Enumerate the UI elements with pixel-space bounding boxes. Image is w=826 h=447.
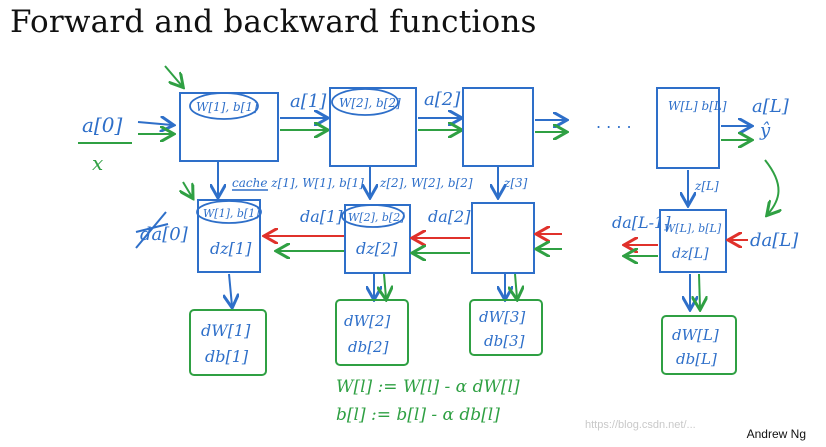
input-a0-label: a[0] [82,113,122,137]
backward-dz-layer1: dz[1] [210,239,252,258]
output-yhat-label: ŷ [759,120,771,141]
backward-params-layer2: W[2], b[2] [348,211,405,224]
gradient-box-layerL [661,315,737,375]
gradient-dW-layer2: dW[2] [344,312,390,330]
forward-box-layer2 [329,87,417,167]
da2-label: da[2] [428,207,471,226]
backward-dz-layer2: dz[2] [356,239,398,258]
backward-params-layer1: W[1], b[1] [203,207,260,220]
forward-params-layer1: W[1], b[1] [196,100,258,114]
loop-to-daL [764,159,779,214]
backward-box-layer3 [471,202,535,274]
da0-strike-1 [135,211,167,249]
slide-title: Forward and backward functions [10,4,537,40]
forward-box-layerL [656,87,720,169]
daL-minus-1-label: da[L-1] [612,213,671,232]
backward-box-layer1 [197,199,261,273]
gradient-dW-layer3: dW[3] [479,308,525,326]
gradient-box-layer1 [189,309,267,376]
gradient-box-layer2 [335,299,409,366]
arrow-into-layer1 [164,65,182,86]
params-ellipse-layer1 [189,92,259,120]
z3-label: z[3] [503,176,528,190]
daL-label: da[L] [750,230,799,251]
forward-params-layerL: W[L] b[L] [668,99,727,113]
forward-params-layer2: W[2], b[2] [339,96,401,110]
backward-params-ellipse-layer2 [341,204,405,228]
gradient-db-layer1: db[1] [205,347,249,366]
z2-cache-label: z[2], W[2], b[2] [379,176,473,190]
output-aL-label: a[L] [752,96,790,117]
backward-params-ellipse-layer1 [196,200,262,224]
update-rule-w: W[l] := W[l] - α dW[l] [336,377,520,397]
params-ellipse-layer2 [331,88,399,116]
watermark: https://blog.csdn.net/... [585,419,696,431]
activation-a1-label: a[1] [290,91,327,112]
gradient-dW-layer1: dW[1] [201,321,251,340]
activation-a2-label: a[2] [424,89,461,110]
gradient-box-layer3 [469,299,543,356]
cache-green-arrow-layer1 [183,181,192,197]
gradient-db-layer3: db[3] [484,332,525,350]
backward-params-layerL: W[L], b[L] [664,222,722,235]
da0-strike-2 [135,223,169,233]
da1-label: da[1] [300,207,343,226]
grad-arrow-layer3-green [515,273,517,298]
grad-arrow-layerL-green [699,273,700,308]
grad-arrow-layer1 [229,273,232,306]
backward-dz-layerL: dz[L] [672,246,709,262]
input-x-label: x [92,151,103,175]
gradient-db-layer2: db[2] [348,338,389,356]
zL-label: z[L] [694,179,719,193]
gradient-dW-layerL: dW[L] [672,326,719,344]
update-rule-b: b[l] := b[l] - α db[l] [336,405,500,425]
cache-label: cache z[1], W[1], b[1] [232,176,364,190]
forward-box-layer3 [462,87,534,167]
gradient-db-layerL: db[L] [676,350,717,368]
grad-arrow-layer2-green [384,273,386,298]
arrow-input-blue [137,122,172,125]
author-credit: Andrew Ng [746,427,806,441]
ellipsis-dots: . . . . [596,113,632,132]
